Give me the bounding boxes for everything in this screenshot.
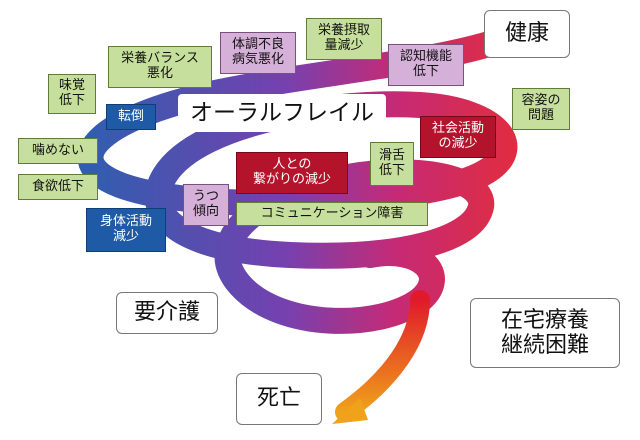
- item-depression: うつ 傾向: [183, 184, 229, 226]
- item-communication-disorder: コミュニケーション障害: [236, 202, 428, 226]
- item-cannot-chew: 噛めない: [18, 138, 98, 164]
- stage-death: 死亡: [236, 373, 322, 425]
- diagram-title: オーラルフレイル: [178, 94, 386, 132]
- item-tongue-decline: 滑舌 低下: [370, 142, 414, 186]
- item-social-activity-down: 社会活動 の減少: [420, 116, 496, 158]
- item-physical-activity-down: 身体活動 減少: [86, 208, 166, 252]
- stage-care-needed: 要介護: [116, 292, 218, 334]
- item-poor-condition: 体調不良 病気悪化: [220, 32, 296, 74]
- item-cognitive-decline: 認知機能 低下: [388, 44, 464, 86]
- stage-health: 健康: [484, 10, 570, 58]
- item-fall: 転倒: [106, 104, 156, 130]
- stage-home-care: 在宅療養 継続困難: [470, 298, 620, 368]
- item-appetite-loss: 食欲低下: [18, 174, 98, 200]
- item-balance-worse: 栄養バランス 悪化: [108, 46, 212, 88]
- item-nutrition-intake-down: 栄養摂取 量減少: [306, 18, 382, 60]
- item-appearance-problem: 容姿の 問題: [512, 88, 570, 130]
- item-taste-decline: 味覚 低下: [48, 74, 96, 114]
- item-less-connection: 人との 繋がりの減少: [236, 152, 348, 194]
